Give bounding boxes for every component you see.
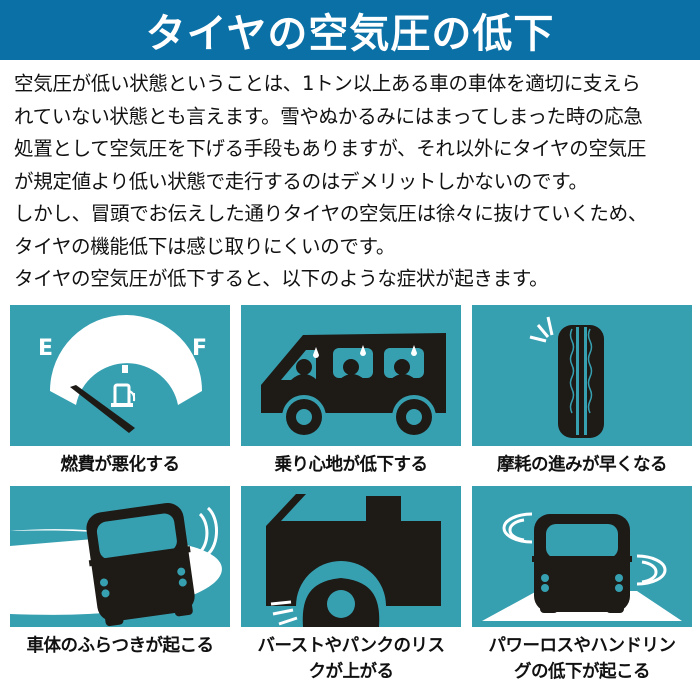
intro-line: しかし、冒頭でお伝えした通りタイヤの空気圧は徐々に抜けていくため、 (14, 202, 648, 225)
intro-line: れていない状態とも言えます。雪やぬかるみにはまってしまった時の応急 (14, 104, 643, 128)
caption-line: グの低下が起こる (514, 662, 651, 682)
intro-text: 空気圧が低い状態ということは、1トン以上ある車の車体を適切に支えら れていない状… (14, 68, 694, 296)
intro-line: タイヤの空気圧が低下すると、以下のような症状が起きます。 (14, 267, 549, 290)
symptom-caption: 摩耗の進みが早くなる (497, 455, 668, 475)
van-passengers-icon (241, 305, 461, 446)
title-banner: タイヤの空気圧の低下 (0, 0, 700, 60)
page-title: タイヤの空気圧の低下 (145, 11, 555, 57)
car-swaying-icon (10, 486, 230, 627)
symptom-caption: 燃費が悪化する (60, 455, 181, 475)
intro-line: タイヤの機能低下は感じ取りにくいのです。 (14, 234, 396, 258)
symptom-caption: 車体のふらつきが起こる (26, 636, 215, 656)
symptom-card-fuel: E F 燃費が悪化する (10, 305, 230, 478)
symptom-card-power-loss: パワーロスやハンドリン グの低下が起こる (472, 486, 692, 685)
symptom-card-wear: 摩耗の進みが早くなる (472, 305, 692, 478)
symptom-caption: バーストやパンクのリス クが上がる (241, 633, 461, 685)
symptom-card-sway: 車体のふらつきが起こる (10, 486, 230, 659)
car-power-loss-icon (472, 486, 692, 627)
intro-line: 処置として空気圧を下げる手段もありますが、それ以外にタイヤの空気圧 (14, 137, 647, 160)
symptom-card-ride-comfort: 乗り心地が低下する (241, 305, 461, 478)
symptom-caption: 乗り心地が低下する (274, 455, 429, 475)
intro-line: 空気圧が低い状態ということは、1トン以上ある車の車体を適切に支えら (14, 72, 641, 95)
fuel-gauge-icon: E F (10, 305, 230, 446)
symptom-card-burst: バーストやパンクのリス クが上がる (241, 486, 461, 685)
caption-line: クが上がる (308, 662, 395, 682)
svg-text:F: F (192, 336, 207, 361)
symptom-caption: パワーロスやハンドリン グの低下が起こる (472, 633, 692, 685)
caption-line: パワーロスやハンドリン (488, 636, 677, 656)
worn-tire-icon (472, 305, 692, 446)
svg-text:E: E (38, 336, 53, 361)
caption-line: バーストやパンクのリス (257, 636, 446, 656)
intro-line: が規定値より低い状態で走行するのはデメリットしかないのです。 (14, 169, 588, 193)
flat-tire-icon (241, 486, 461, 627)
